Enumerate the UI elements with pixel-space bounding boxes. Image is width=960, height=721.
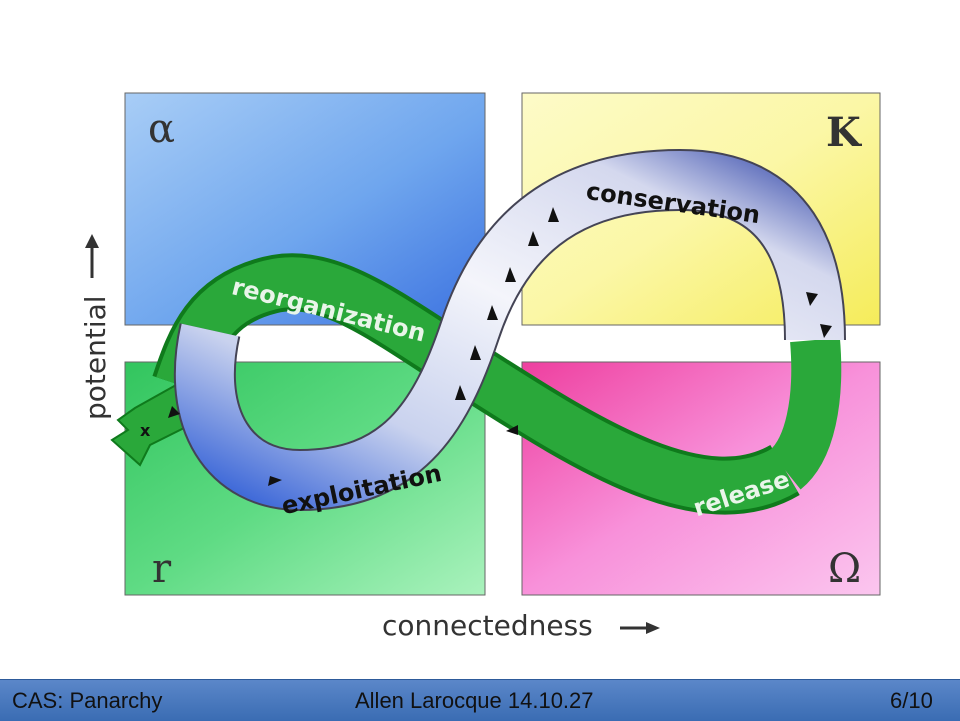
footer-bar: CAS: Panarchy Allen Larocque 14.10.27 6/… bbox=[0, 679, 960, 721]
exit-marker: x bbox=[140, 421, 151, 440]
flow-arrows bbox=[168, 207, 832, 486]
footer-page-number: 6/10 bbox=[890, 688, 933, 713]
x-axis-label: connectedness bbox=[382, 609, 593, 642]
footer-title: CAS: Panarchy bbox=[12, 688, 163, 713]
front-band-fill bbox=[175, 150, 844, 510]
x-axis-arrow bbox=[620, 622, 660, 634]
green-back-loop-fill bbox=[156, 257, 798, 511]
quadrant-alpha-letter: α bbox=[148, 106, 175, 152]
adaptive-cycle-diagram: α K r Ω x conservation reorganization ex… bbox=[79, 92, 881, 642]
quadrant-K-letter: K bbox=[826, 109, 862, 156]
quadrant-r-letter: r bbox=[152, 546, 172, 592]
release-bend bbox=[767, 337, 842, 490]
quadrant-omega-letter: Ω bbox=[828, 546, 861, 592]
y-axis-label: potential bbox=[79, 295, 112, 420]
footer-author-date: Allen Larocque 14.10.27 bbox=[355, 688, 594, 713]
y-axis-arrow bbox=[85, 234, 99, 278]
